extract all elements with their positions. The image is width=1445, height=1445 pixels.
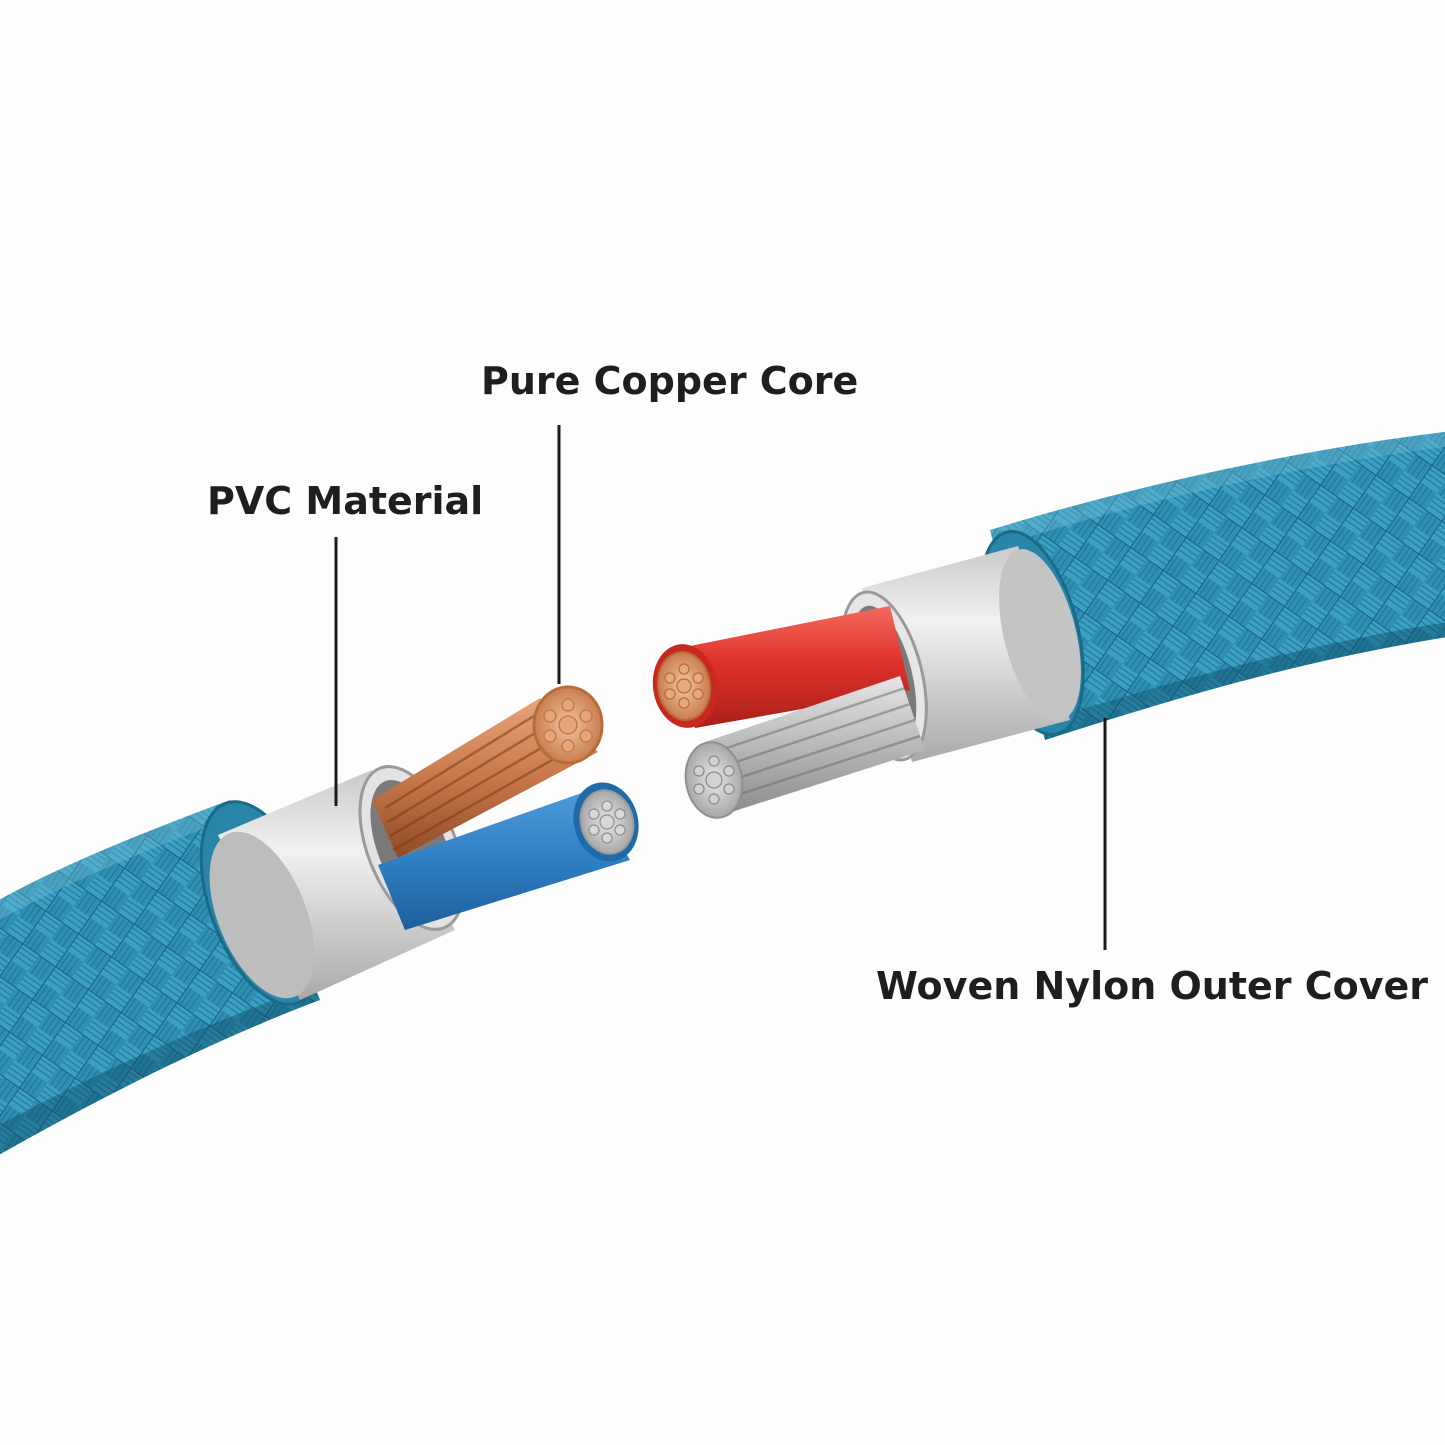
right-braided-cover (990, 431, 1445, 740)
woven-nylon-outer-cover-label: Woven Nylon Outer Cover (876, 964, 1429, 1008)
pure-copper-core-label: Pure Copper Core (481, 359, 859, 403)
right-cable (652, 431, 1445, 819)
silver-core-strand (684, 676, 925, 819)
pvc-material-label: PVC Material (207, 479, 484, 523)
copper-core-strand (372, 685, 604, 858)
left-cable (0, 685, 639, 1155)
blue-insulated-wire (378, 782, 639, 930)
